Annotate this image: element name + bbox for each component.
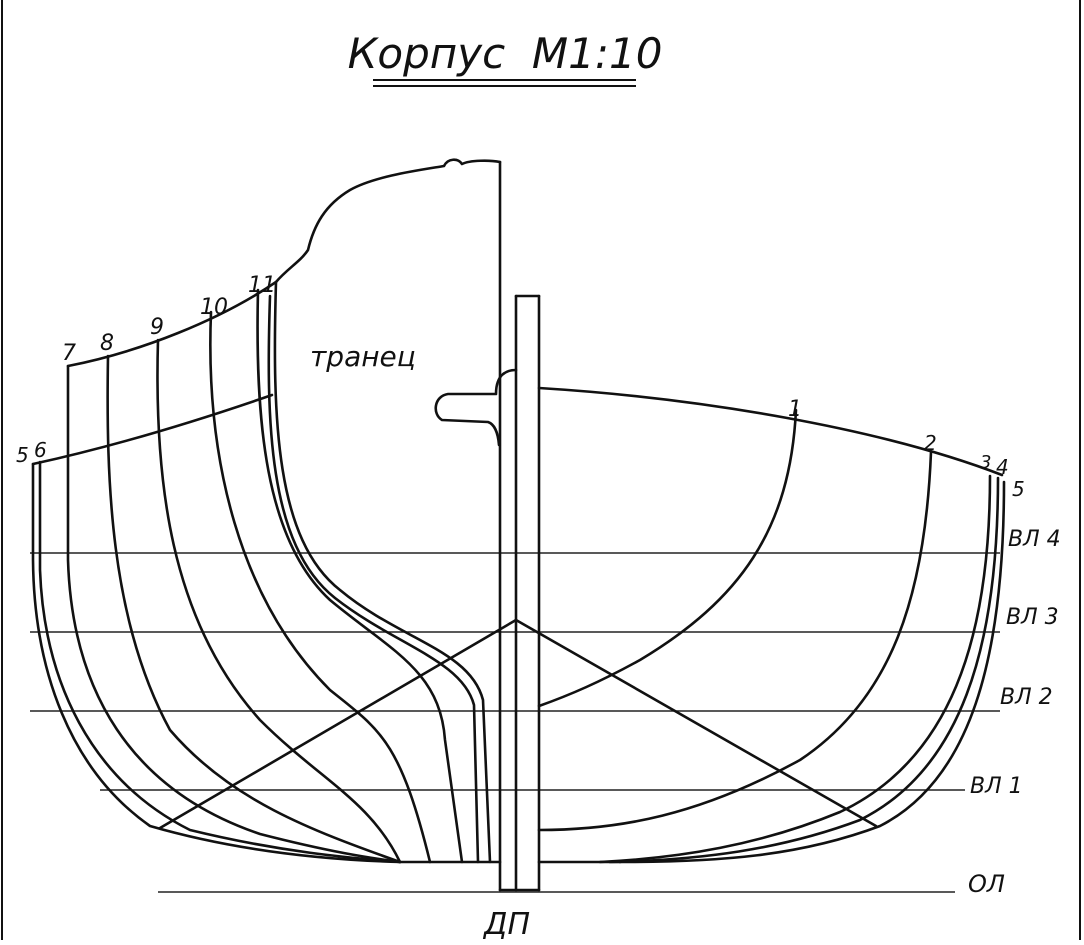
- station-9-aft: [156, 338, 402, 864]
- station-label-5-aft: 5: [16, 443, 29, 467]
- sheer-line-aft: [66, 280, 278, 368]
- station-5-fore: [618, 480, 1006, 864]
- station-6-aft: [38, 460, 402, 864]
- fore-stations: [514, 408, 1006, 864]
- centerline-label: ДП: [482, 907, 530, 940]
- waterline-3-label: ВЛ 3: [1006, 605, 1059, 630]
- station-1-fore: [537, 408, 798, 708]
- station-label-9-aft: 9: [150, 315, 164, 340]
- transom-label: транец: [310, 340, 416, 373]
- station-3-fore: [598, 474, 992, 864]
- diagonal-aft: [158, 618, 518, 830]
- station-2-fore: [537, 450, 933, 832]
- station-label-4-fore: 4: [996, 455, 1009, 479]
- station-label-11-aft: 11: [248, 273, 276, 298]
- station-label-10-aft: 10: [200, 295, 228, 320]
- waterline-4-label: ВЛ 4: [1008, 527, 1061, 552]
- station-label-5-fore: 5: [1012, 477, 1025, 501]
- station-11-inner-2: [267, 294, 480, 864]
- station-label-8-aft: 8: [100, 331, 114, 356]
- diagonal-fore: [514, 618, 878, 828]
- station-10-aft: [209, 310, 432, 864]
- station-4-fore: [608, 476, 1000, 864]
- aft-stations: [31, 280, 518, 864]
- drawing-title: Корпус М1:10: [348, 29, 663, 78]
- keel-centerline: [498, 160, 541, 892]
- station-11-inner: [273, 280, 492, 864]
- station-11-aft: [256, 288, 464, 864]
- station-8-aft: [106, 354, 402, 864]
- station-label-1-fore: 1: [788, 397, 802, 422]
- transom-outline: [274, 158, 502, 284]
- station-label-2-fore: 2: [924, 431, 937, 455]
- knee-bracket: [434, 368, 518, 447]
- sheer-line-fore: [537, 386, 1004, 477]
- station-5-aft: [31, 462, 402, 864]
- waterline-2-label: ВЛ 2: [1000, 685, 1053, 710]
- station-label-3-fore: 3: [980, 452, 991, 473]
- baseline-label: ОЛ: [968, 870, 1005, 898]
- station-label-7-aft: 7: [62, 341, 76, 366]
- waterline-1-label: ВЛ 1: [970, 774, 1023, 799]
- station-label-6-aft: 6: [34, 438, 47, 462]
